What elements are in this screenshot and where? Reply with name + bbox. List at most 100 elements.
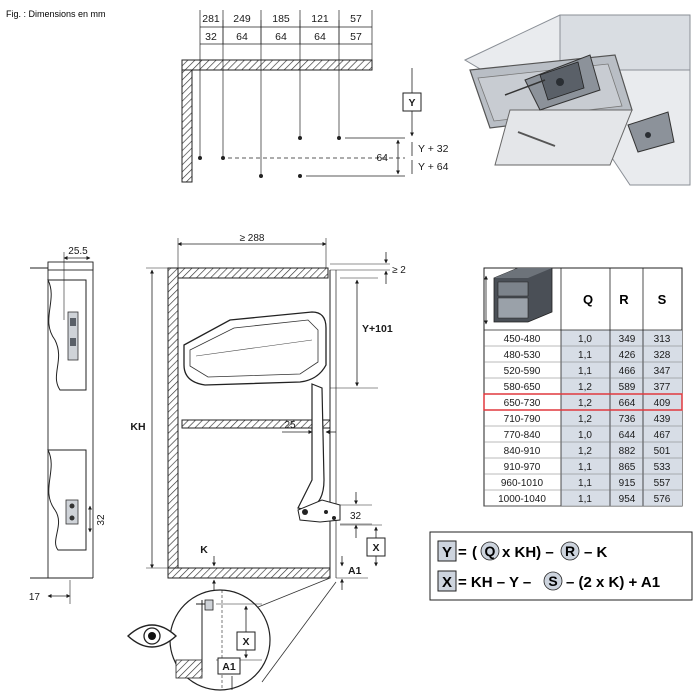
formula-eq-2: = KH – Y – [458, 574, 531, 591]
spacing-sub-2: 64 [236, 31, 248, 43]
table-cell-value: 349 [619, 334, 636, 345]
table-cell-value: 1,2 [578, 414, 592, 425]
table-cell-range: 480-530 [504, 350, 541, 361]
table-cell-value: 466 [619, 366, 636, 377]
table-cell-range: 960-1010 [501, 478, 544, 489]
table-cell-value: 313 [654, 334, 671, 345]
spacing-top-5: 57 [350, 13, 362, 25]
spacing-sub-4: 64 [314, 31, 326, 43]
lift-arm [297, 383, 325, 511]
formula-box: Y = ( Q x KH) – R – K X = KH – Y – S – (… [429, 531, 693, 601]
eye-icon [126, 624, 178, 648]
table-cell-value: 328 [654, 350, 671, 361]
table-cell-value: 426 [619, 350, 636, 361]
table-cell-value: 439 [654, 414, 671, 425]
spacing-sub-5: 57 [350, 31, 362, 43]
table-cell-range: 520-590 [504, 366, 541, 377]
table-cell-value: 736 [619, 414, 636, 425]
formula-eq-1: = [458, 544, 467, 561]
table-cell-value: 501 [654, 446, 671, 457]
table-body: 450-480 1,0 349 313 480-530 1,1 426 328 520-590 1… [484, 334, 682, 507]
table-cell-value: 1,1 [578, 494, 592, 505]
table-header-s: S [658, 292, 667, 307]
table-cell-value: 882 [619, 446, 636, 457]
table-cell-value: 576 [654, 494, 671, 505]
gap-top-label: ≥ 2 [392, 265, 406, 276]
hole-dot [259, 174, 263, 178]
dim-32-side: 32 [96, 514, 107, 526]
table-cell-range: 770-840 [504, 430, 541, 441]
table-cell-value: 377 [654, 382, 671, 393]
table-cell-value: 533 [654, 462, 671, 473]
upper-profile [47, 279, 87, 391]
table-cell-range: 650-730 [504, 398, 541, 409]
table-header-q: Q [583, 292, 593, 307]
x-label-cabinet: X [372, 542, 379, 554]
table-cell-value: 954 [619, 494, 636, 505]
highlighted-row [483, 393, 683, 411]
cabinet-section-view: ≥ 288 ≥ 2 Y+101 KH 25 32 K [130, 233, 406, 592]
table-cell-value: 664 [619, 398, 636, 409]
table-cell-value: 644 [619, 430, 636, 441]
cabinet-3d-illustration [463, 14, 691, 186]
table-cell-range: 1000-1040 [498, 494, 546, 505]
table-cell-value: 347 [654, 366, 671, 377]
table-cell-range: 710-790 [504, 414, 541, 425]
dim-25: 25 [284, 420, 296, 431]
formula-x: X [442, 574, 452, 591]
formula-frame [429, 531, 693, 601]
kh-label: KH [130, 421, 145, 433]
hole-dot [198, 156, 202, 160]
hole-dot [298, 174, 302, 178]
table-cell-value: 1,1 [578, 366, 592, 377]
table-cell-value: 1,2 [578, 446, 592, 457]
hole-dot [298, 136, 302, 140]
y-plus-32-label: Y + 32 [418, 143, 449, 155]
table-cell-range: 840-910 [504, 446, 541, 457]
spacing-top-3: 185 [272, 13, 290, 25]
table-cell-value: 1,2 [578, 398, 592, 409]
table-cell-range: 580-650 [504, 382, 541, 393]
formula-end-1: – K [584, 544, 608, 561]
formula-r: R [565, 543, 575, 559]
a1-label-detail: A1 [222, 661, 236, 673]
width-min-label: ≥ 288 [240, 233, 265, 244]
table-header-r: R [619, 292, 629, 307]
table-cell-value: 467 [654, 430, 671, 441]
table-cell-value: 1,1 [578, 350, 592, 361]
spacing-sub-1: 32 [205, 31, 217, 43]
table-cell-range: 450-480 [504, 334, 541, 345]
y-plus-101-label: Y+101 [362, 323, 393, 335]
formula-s: S [548, 573, 557, 589]
formula-open: ( [472, 544, 477, 561]
formula-y: Y [442, 544, 452, 561]
y-plus-64-label: Y + 64 [418, 161, 449, 173]
x-label-detail: X [242, 636, 249, 648]
table-cell-value: 865 [619, 462, 636, 473]
spacing-sub-3: 64 [275, 31, 287, 43]
side-64-label: 64 [376, 152, 388, 164]
top-view: 281 249 185 121 57 32 64 64 64 57 Y Y + … [181, 10, 449, 183]
a1-label-cabinet: A1 [348, 565, 362, 577]
table-cell-value: 557 [654, 478, 671, 489]
dim-32-cabinet: 32 [350, 511, 362, 522]
formula-mid: x KH) – [502, 544, 554, 561]
table-cell-value: 1,0 [578, 430, 592, 441]
formula-end-2: – (2 x K) + A1 [566, 574, 660, 591]
middle-shelf [181, 419, 331, 429]
table-cell-value: 1,2 [578, 382, 592, 393]
spacing-top-2: 249 [233, 13, 251, 25]
table-cell-range: 910-970 [504, 462, 541, 473]
table-cell-value: 589 [619, 382, 636, 393]
hole-dot [337, 136, 341, 140]
figure-caption: Fig. : Dimensions en mm [6, 9, 106, 19]
table-cell-value: 409 [654, 398, 671, 409]
k-label: K [200, 544, 208, 556]
dim-17: 17 [29, 592, 41, 603]
detail-view: X A1 [169, 577, 337, 691]
top-view-top-wall [181, 59, 373, 71]
drawer-box-icon [484, 267, 553, 325]
spacing-top-4: 121 [311, 13, 329, 25]
dim-25-5: 25.5 [68, 246, 88, 257]
